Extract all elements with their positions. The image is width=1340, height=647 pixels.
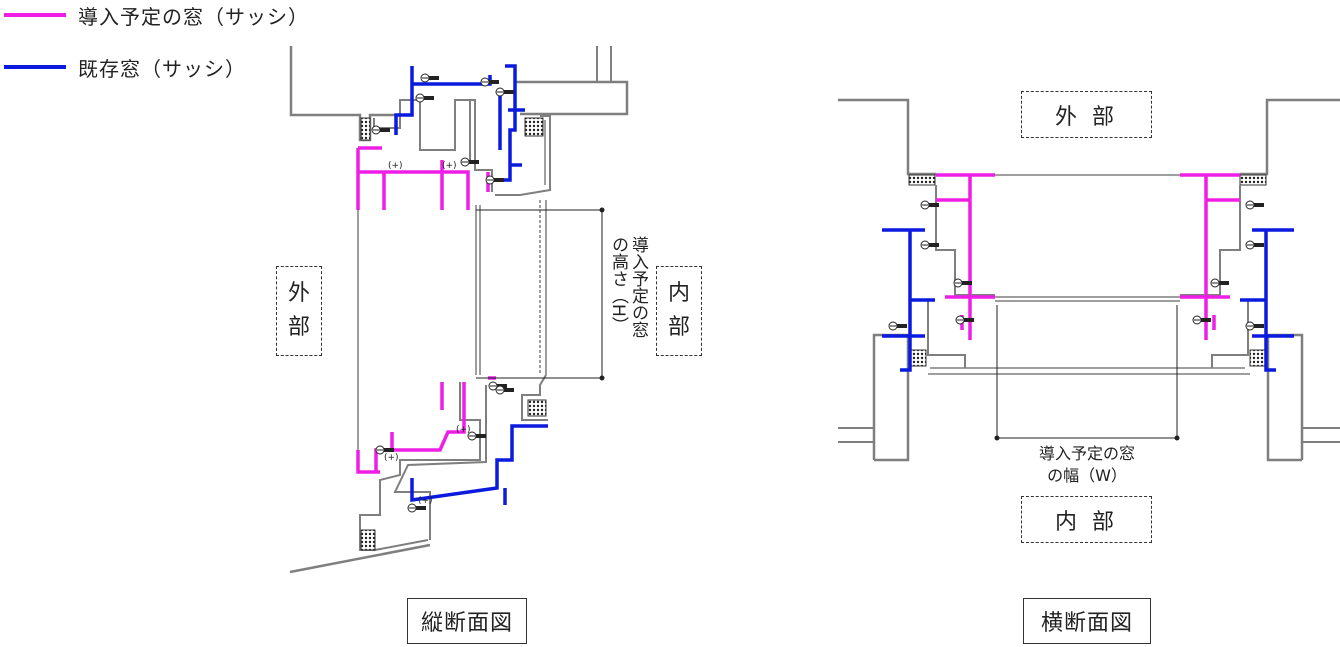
vertical-section-drawing: (+) (+) (+) (+) (+) [289, 46, 629, 574]
interior-label-vertical: 内 部 [656, 266, 702, 356]
legend-item-existing-window: 既存窓（サッシ） [4, 52, 246, 82]
exterior-char-2: 部 [287, 315, 310, 340]
legend-swatch-magenta [4, 13, 66, 17]
legend-label: 既存窓（サッシ） [78, 56, 246, 81]
svg-text:(+): (+) [456, 425, 471, 435]
legend-item-new-window: 導入予定の窓（サッシ） [4, 0, 309, 30]
horizontal-section-caption: 横断面図 [1023, 598, 1151, 644]
interior-label-horizontal: 内 部 [1021, 496, 1152, 543]
legend-swatch-blue [4, 65, 66, 69]
height-dimension-label-line1: 導入予定の窓 [628, 236, 648, 338]
exterior-char-1: 外 [287, 281, 310, 306]
exterior-label-vertical: 外 部 [276, 266, 322, 356]
svg-text:(+): (+) [418, 496, 433, 506]
exterior-label-horizontal: 外 部 [1021, 91, 1152, 138]
vertical-section-caption: 縦断面図 [407, 598, 527, 644]
width-dimension-label-line2: の幅（W） [1047, 466, 1127, 485]
interior-char-2: 部 [667, 315, 690, 340]
horizontal-section-drawing [838, 98, 1340, 462]
height-dimension-label-line2: の高さ（H） [608, 236, 628, 334]
svg-text:(+): (+) [442, 161, 457, 171]
legend-label: 導入予定の窓（サッシ） [78, 4, 309, 29]
width-dimension-label-line1: 導入予定の窓 [1038, 444, 1135, 463]
svg-text:(+): (+) [388, 161, 403, 171]
interior-char-1: 内 [667, 281, 690, 306]
svg-text:(+): (+) [384, 453, 399, 463]
